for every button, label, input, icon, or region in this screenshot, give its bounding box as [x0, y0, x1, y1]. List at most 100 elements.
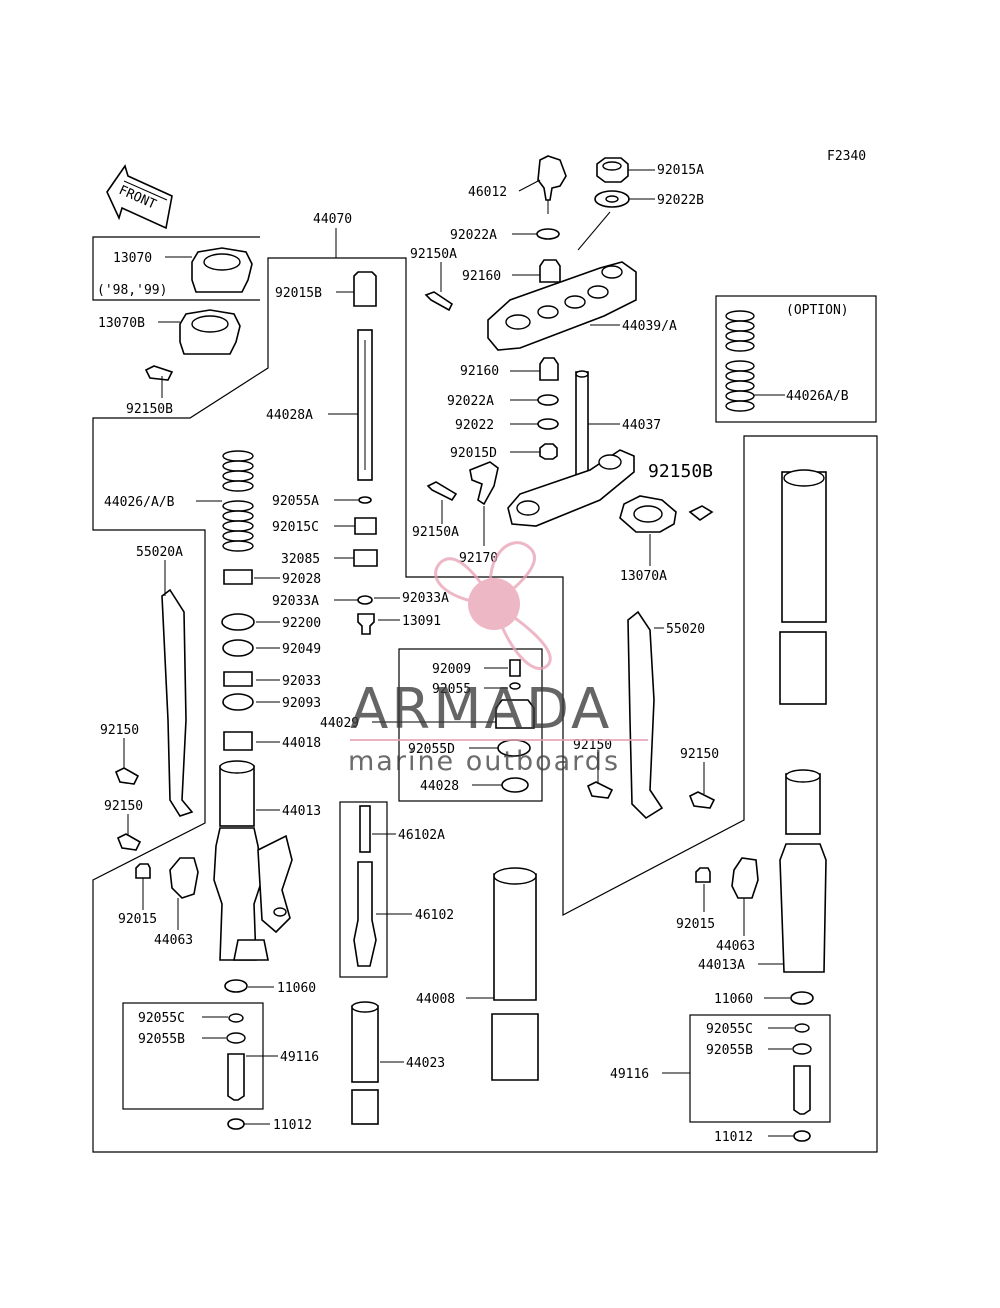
frame-lines: [92, 236, 878, 1153]
part-13070A: [619, 495, 714, 533]
label-92093: 92093: [282, 696, 321, 711]
label-92033A-l: 92033A: [272, 594, 319, 609]
label-92150-l1: 92150: [100, 723, 139, 738]
label-13070: 13070: [113, 251, 152, 266]
label-92055D: 92055D: [408, 742, 455, 757]
label-92055: 92055: [432, 682, 471, 697]
label-92150A-low: 92150A: [412, 525, 459, 540]
label-92150-l2: 92150: [104, 799, 143, 814]
label-92150B-left: 92150B: [126, 402, 173, 417]
part-46012: [537, 155, 567, 214]
part-92160-top: [539, 259, 561, 283]
part-92093: [222, 693, 254, 711]
label-92150A-top: 92150A: [410, 247, 457, 262]
part-44063-r: [731, 857, 759, 899]
label-92200: 92200: [282, 616, 321, 631]
label-option: (OPTION): [786, 303, 849, 318]
part-11060-r: [790, 991, 814, 1005]
part-92015C: [354, 517, 377, 535]
leader-lines: [123, 169, 794, 1137]
part-44037: [507, 370, 635, 527]
part-44026: [222, 450, 254, 552]
label-44037: 44037: [622, 418, 661, 433]
part-92015-r: [695, 867, 711, 883]
label-46102: 46102: [415, 908, 454, 923]
part-92160-low: [539, 357, 559, 381]
label-92015A: 92015A: [657, 163, 704, 178]
part-44039: [487, 261, 637, 351]
label-13070A: 13070A: [620, 569, 667, 584]
part-55020: [586, 610, 716, 820]
part-46102: [353, 861, 377, 967]
center-column: [353, 271, 378, 635]
label-92150B-big: 92150B: [648, 461, 713, 482]
label-44026AB-option: 44026A/B: [786, 389, 849, 404]
part-44029: [495, 699, 535, 729]
label-13070B: 13070B: [98, 316, 145, 331]
part-11012-l: [227, 1118, 245, 1130]
part-92150-r2: [688, 791, 716, 809]
label-11060-l: 11060: [277, 981, 316, 996]
label-92022B: 92022B: [657, 193, 704, 208]
part-46102-box: [353, 805, 377, 967]
part-92150A-low: [426, 481, 458, 502]
part-92055A: [358, 496, 372, 504]
left-49116-box-parts: [226, 1013, 246, 1130]
part-44029-box: [495, 659, 535, 793]
part-32085: [353, 549, 378, 567]
label-92160-low: 92160: [460, 364, 499, 379]
part-92022A-low: [537, 394, 559, 406]
label-46102A: 46102A: [398, 828, 445, 843]
label-92055A: 92055A: [272, 494, 319, 509]
label-55020A: 55020A: [136, 545, 183, 560]
label-13091: 13091: [402, 614, 441, 629]
part-92150-r1: [586, 781, 614, 799]
label-92150-r2: 92150: [680, 747, 719, 762]
part-13070B: [179, 309, 241, 355]
part-55020A: [114, 588, 194, 851]
label-44026AB: 44026/A/B: [104, 495, 175, 510]
front-arrow-icon: FRONT: [106, 164, 173, 230]
part-44026AB-option: [725, 310, 755, 412]
part-92022B: [594, 190, 630, 208]
part-92055B-l: [226, 1032, 246, 1044]
part-92055-small: [509, 682, 521, 690]
part-92022: [537, 418, 559, 430]
propeller-logo-icon: [434, 541, 552, 670]
label-92022: 92022: [455, 418, 494, 433]
label-46012: 46012: [468, 185, 507, 200]
part-44028: [501, 777, 529, 793]
part-92055C-l: [228, 1013, 244, 1023]
label-11012-l: 11012: [273, 1118, 312, 1133]
label-92015B: 92015B: [275, 286, 322, 301]
label-92033: 92033: [282, 674, 321, 689]
label-44063-l: 44063: [154, 933, 193, 948]
part-11012-r: [793, 1130, 811, 1142]
label-92015C: 92015C: [272, 520, 319, 535]
label-44028A: 44028A: [266, 408, 313, 423]
part-92033: [223, 671, 253, 687]
watermark-title: ARMADA: [350, 677, 612, 742]
part-92015B: [353, 271, 377, 307]
right-49116-box-parts: [790, 991, 814, 1142]
label-92170: 92170: [459, 551, 498, 566]
label-92055C-r: 92055C: [706, 1022, 753, 1037]
label-92015D: 92015D: [450, 446, 497, 461]
label-92150-r1: 92150: [573, 738, 612, 753]
label-11012-r: 11012: [714, 1130, 753, 1145]
label-49116-r: 49116: [610, 1067, 649, 1082]
watermark: ARMADA marine outboards: [348, 541, 648, 777]
part-44063-l: [169, 857, 199, 899]
part-44028A: [357, 329, 373, 481]
label-92055B-l: 92055B: [138, 1032, 185, 1047]
part-44008: [491, 867, 539, 1081]
label-44070: 44070: [313, 212, 352, 227]
label-44029: 44029: [320, 716, 359, 731]
label-92015-l: 92015: [118, 912, 157, 927]
right-fork-tube: [779, 469, 827, 705]
label-55020: 55020: [666, 622, 705, 637]
label-years: ('98,'99): [97, 283, 167, 298]
part-92009: [509, 659, 521, 677]
label-92033A-r: 92033A: [402, 591, 449, 606]
